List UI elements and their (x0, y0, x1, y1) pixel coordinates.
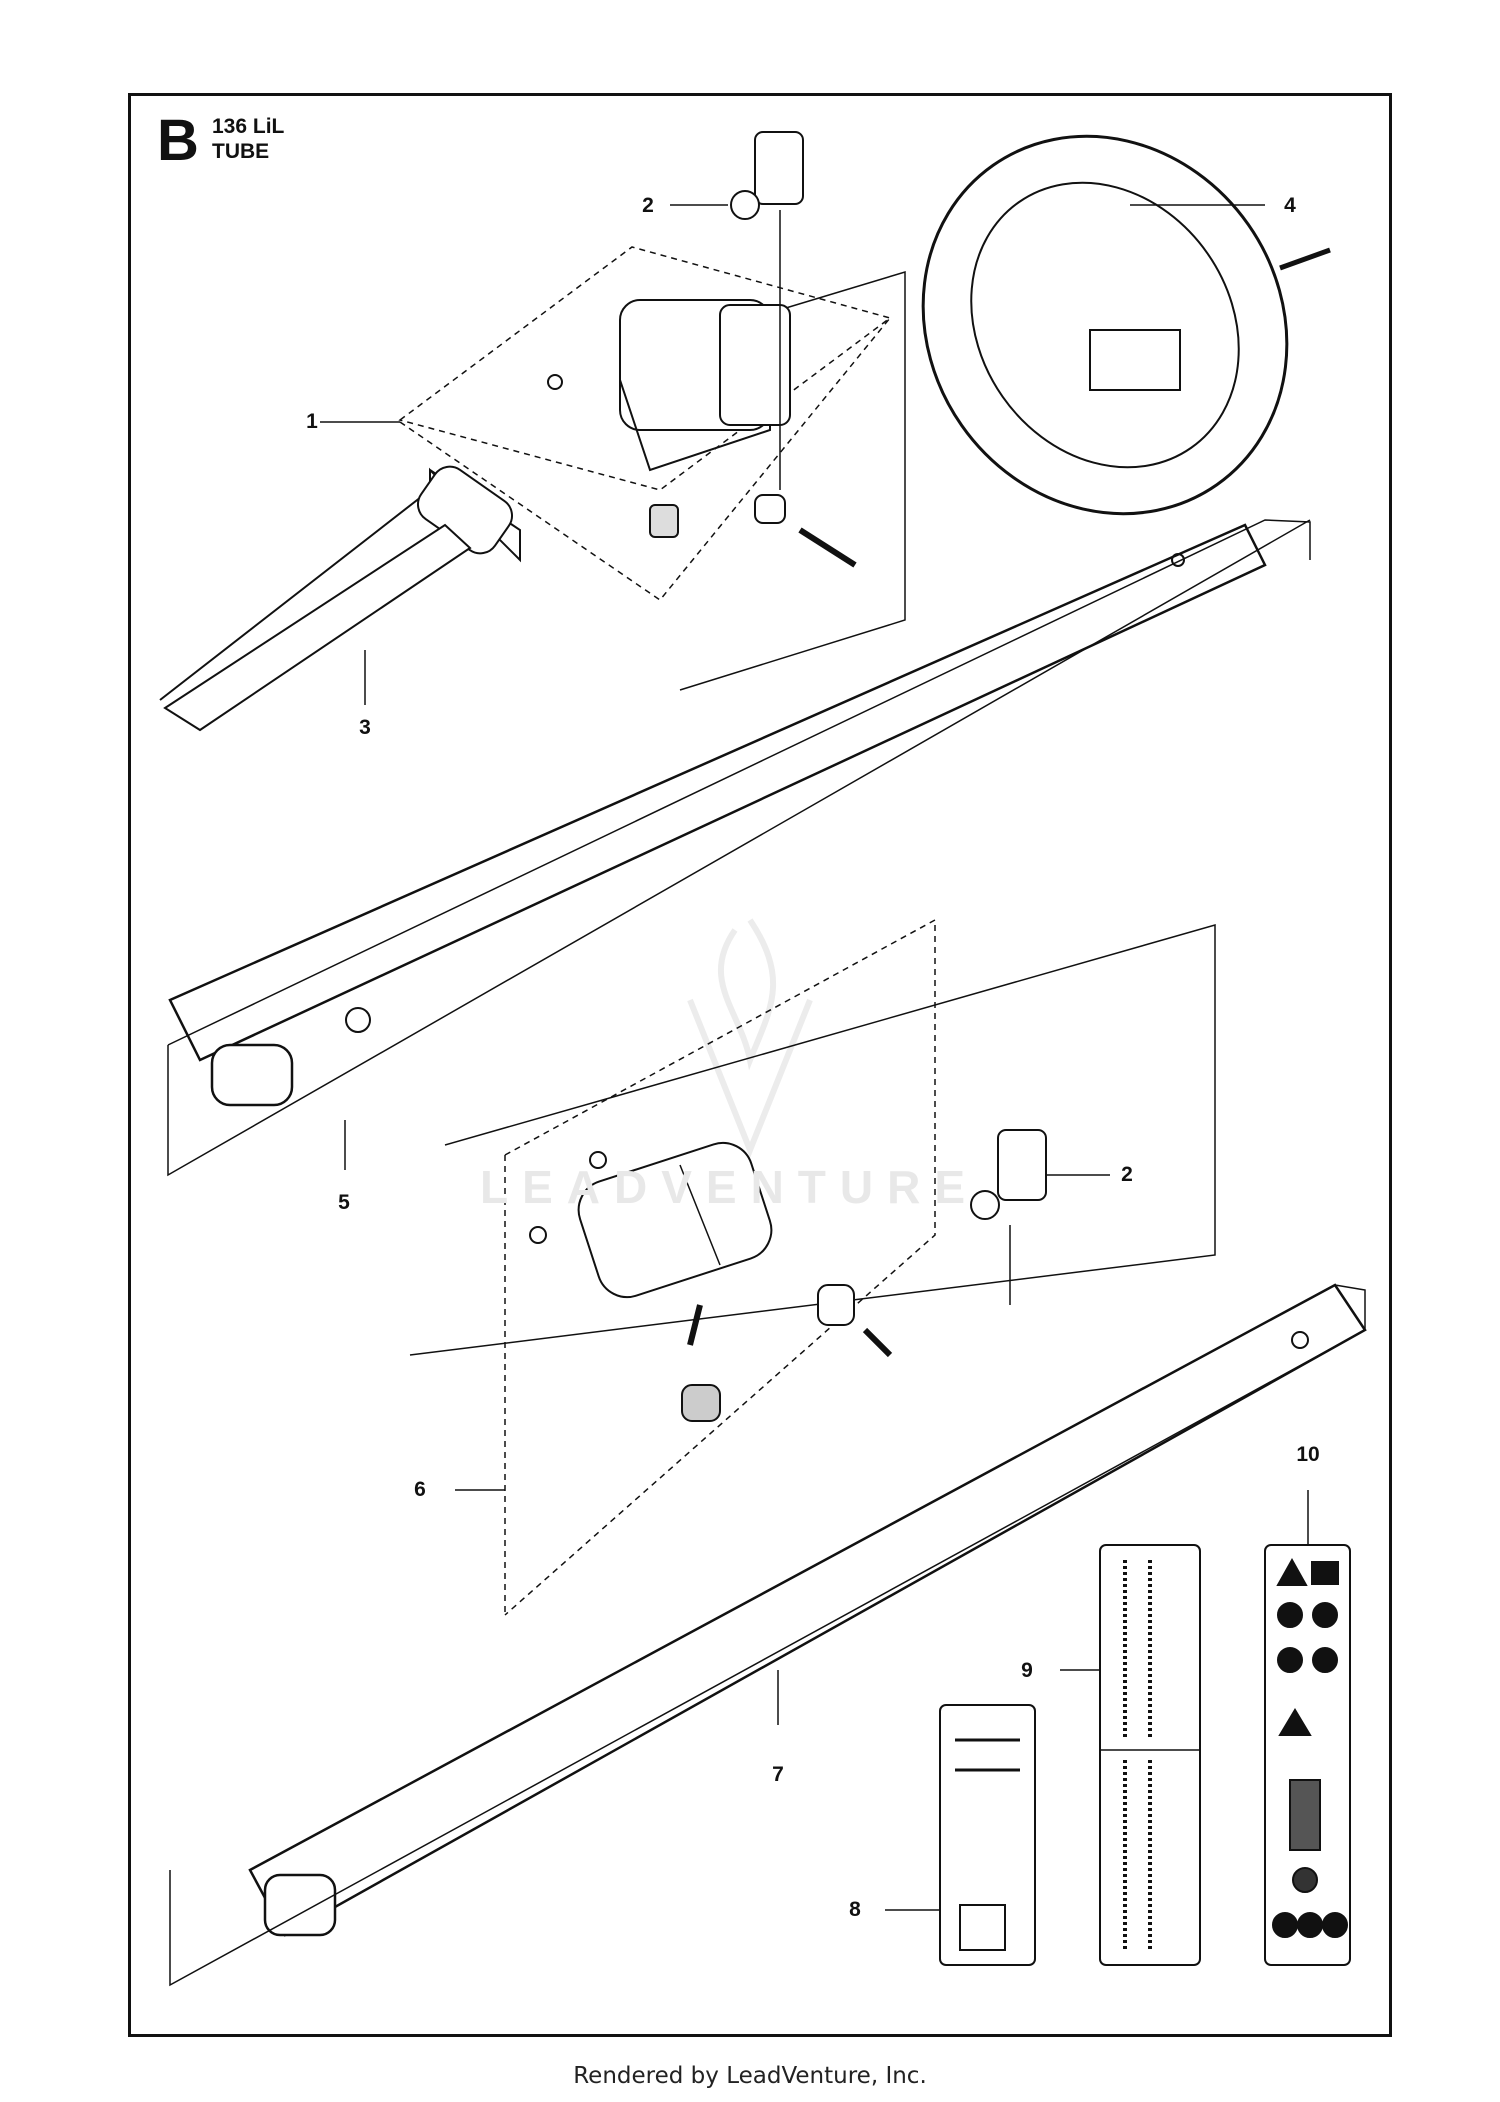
callout-2-lower[interactable]: 2 (1121, 1163, 1133, 1186)
diagram-frame (128, 93, 1392, 2037)
callout-6[interactable]: 6 (414, 1478, 426, 1501)
part-2-lock-lever-lower (970, 1129, 1110, 1305)
callout-8[interactable]: 8 (849, 1898, 861, 1921)
section-title: 136 LiL TUBE (212, 114, 284, 164)
part-3-handle-grip (159, 465, 521, 732)
callout-10[interactable]: 10 (1296, 1443, 1320, 1466)
part-10-safety-label (1264, 1490, 1351, 1966)
part-1-handle-bracket (320, 246, 906, 691)
section-letter: B (157, 108, 199, 173)
watermark-text: LEADVENTURE (480, 1161, 980, 1213)
callout-4[interactable]: 4 (1284, 194, 1296, 217)
section-model: 136 LiL (212, 115, 285, 138)
callout-9[interactable]: 9 (1021, 1659, 1033, 1682)
footer-credit: Rendered by LeadVenture, Inc. (573, 2063, 927, 2089)
callout-2-upper[interactable]: 2 (642, 194, 654, 217)
part-5-upper-tube (167, 519, 1311, 1177)
section-name: TUBE (212, 140, 270, 163)
callout-7[interactable]: 7 (772, 1763, 784, 1786)
callout-3[interactable]: 3 (359, 716, 371, 739)
callout-1[interactable]: 1 (306, 410, 318, 433)
part-9-warning-label (1060, 1544, 1201, 1966)
part-2-lock-lever-upper (670, 131, 804, 490)
callout-5[interactable]: 5 (338, 1191, 350, 1214)
part-6-lower-bracket (409, 918, 1216, 1616)
watermark-logo (687, 918, 813, 1159)
part-4-loop-handle (921, 134, 1331, 516)
part-8-rating-label (885, 1704, 1036, 1966)
part-7-lower-tube (169, 1283, 1367, 1987)
